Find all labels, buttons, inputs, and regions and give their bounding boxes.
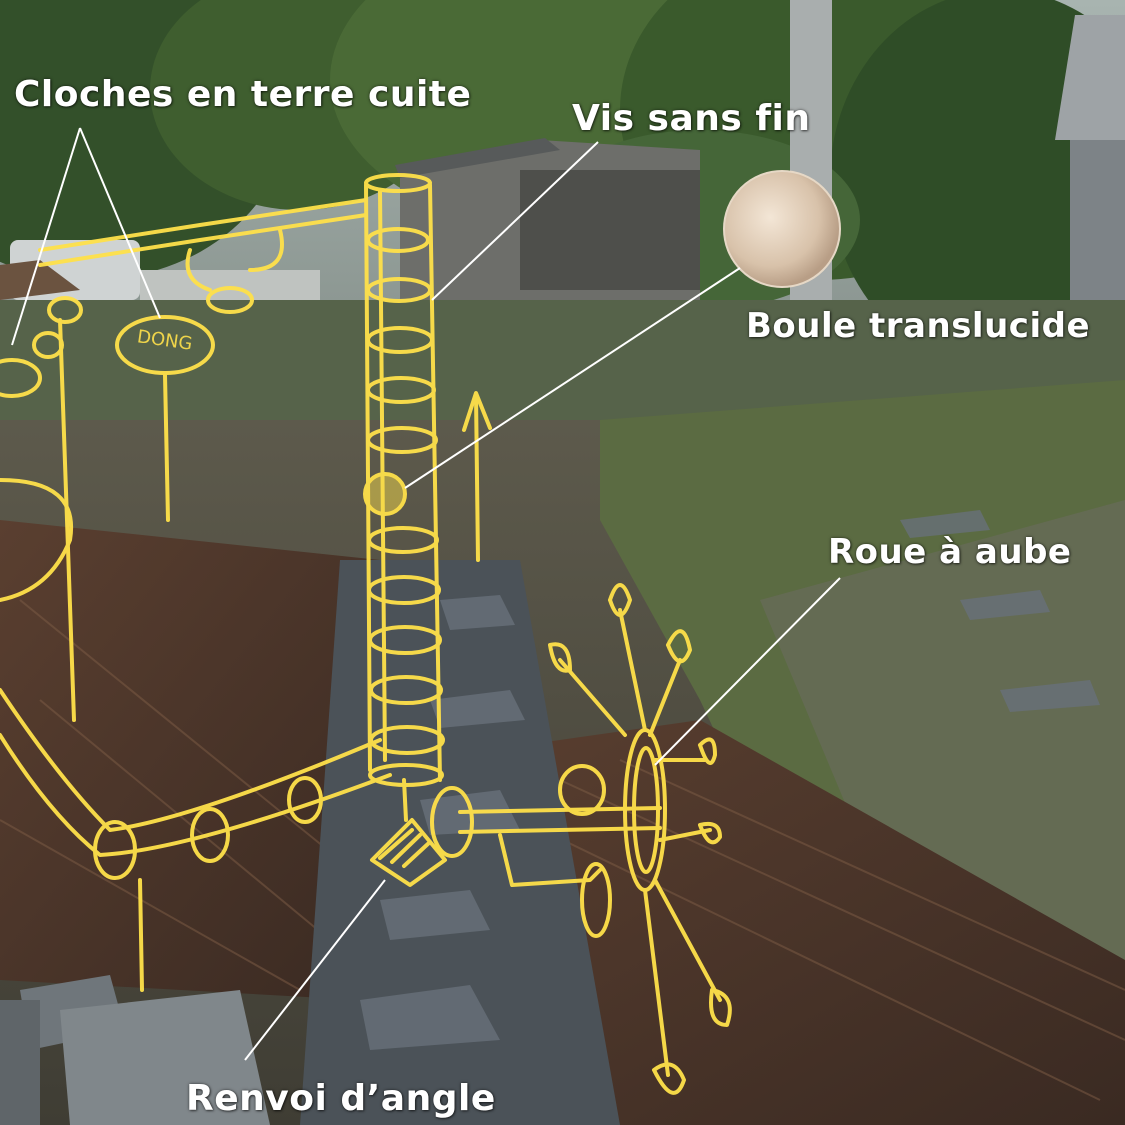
bevel-gear-sketch (370, 778, 474, 887)
translucent-ball (723, 170, 841, 288)
pipe-sketch (0, 688, 392, 992)
arrow-up-icon (462, 391, 492, 562)
chute-sketch (38, 198, 368, 314)
leader-vis (431, 141, 599, 301)
leader-cloches-right (79, 127, 161, 319)
helix-sketch (366, 227, 445, 755)
reed-mat-left (0, 520, 380, 1000)
paddle-wheel-sketch (548, 583, 732, 1095)
axle-sketch (458, 764, 662, 938)
bells-sketch (0, 296, 215, 722)
label-bevel-gear: Renvoi d’angle (186, 1078, 496, 1119)
stone-slabs (0, 975, 270, 1125)
leader-roue (654, 577, 841, 766)
label-paddle-wheel: Roue à aube (828, 532, 1072, 572)
label-worm-screw: Vis sans fin (572, 98, 811, 139)
label-translucent-ball: Boule translucide (746, 306, 1091, 346)
leader-renvoi (244, 879, 386, 1061)
leader-cloches-left (11, 127, 81, 346)
label-clay-bells: Cloches en terre cuite (14, 74, 472, 115)
slate-channel (300, 560, 620, 1125)
leader-boule (404, 267, 741, 489)
